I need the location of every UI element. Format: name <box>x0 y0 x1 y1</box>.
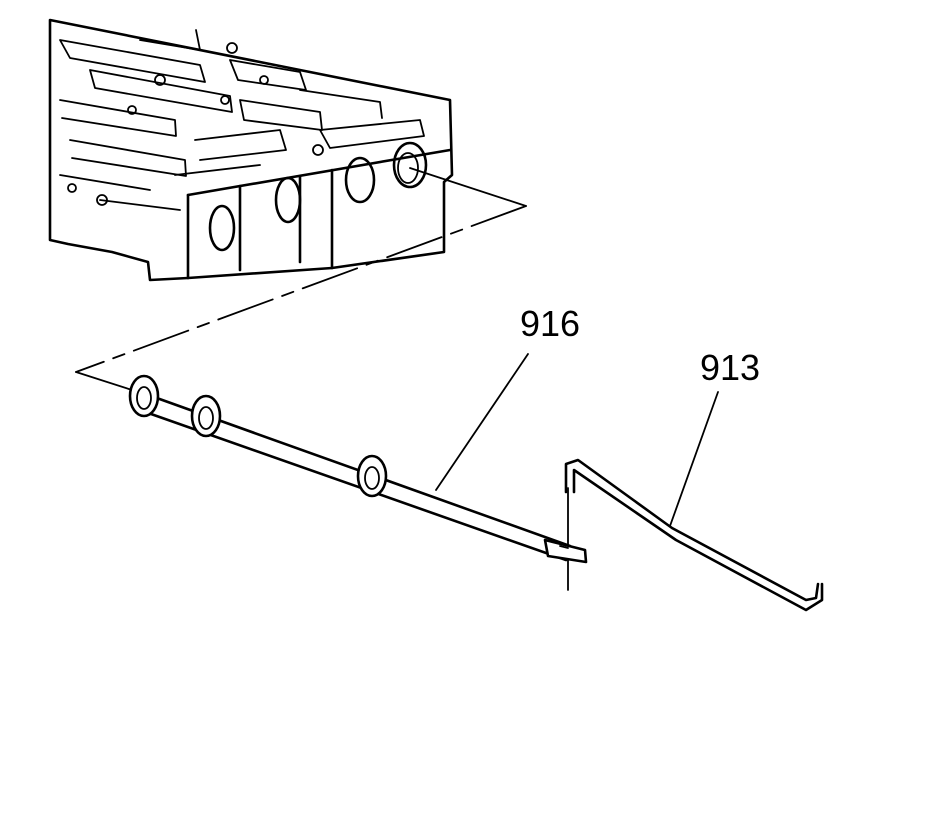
leader-line-913 <box>669 391 719 527</box>
projection-lines <box>75 167 569 591</box>
shaft-916 <box>128 374 588 564</box>
callout-label-913: 913 <box>700 347 760 388</box>
callout-label-916: 916 <box>520 303 580 344</box>
valve-body <box>48 18 454 282</box>
link-rod-913 <box>564 458 824 612</box>
leader-line-916 <box>435 353 529 491</box>
